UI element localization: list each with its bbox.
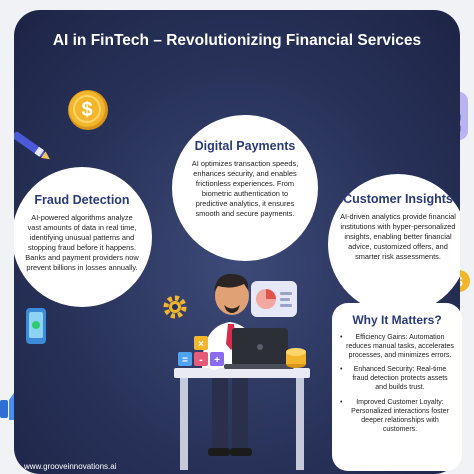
gear-icon [163,295,187,319]
list-item: Enhanced Security: Real-time fraud detec… [340,365,454,392]
pie-chart-card-icon [251,281,297,317]
list-item: Improved Customer Loyalty: Personalized … [340,398,454,434]
fraud-detection-card: Fraud Detection AI-powered algorithms an… [14,167,152,307]
svg-text:-: - [199,354,203,366]
globe-icon [14,460,19,474]
person-with-laptop: - + × = [174,273,310,470]
why-it-matters-list: Efficiency Gains: Automation reduces man… [340,333,454,434]
svg-text:=: = [182,355,188,366]
digital-payments-card: Digital Payments AI optimizes transactio… [172,115,318,261]
pen-icon [14,131,50,160]
why-it-matters-card: Why It Matters? Efficiency Gains: Automa… [332,303,462,471]
footer: www.grooveinnovations.ai [14,460,117,474]
digital-payments-body: AI optimizes transaction speeds, enhance… [191,159,299,218]
customer-insights-card: Customer Insights AI-driven analytics pr… [328,174,460,314]
fraud-detection-body: AI-powered algorithms analyze vast amoun… [25,213,139,272]
dollar-coin-icon: $ [68,90,108,130]
footer-website[interactable]: www.grooveinnovations.ai [24,462,117,471]
list-item: Efficiency Gains: Automation reduces man… [340,333,454,360]
page-title: AI in FinTech – Revolutionizing Financia… [52,32,422,49]
phone-icon [26,308,46,344]
why-it-matters-heading: Why It Matters? [352,313,442,327]
customer-insights-body: AI-driven analytics provide financial in… [340,212,456,261]
coins-icon [286,348,306,368]
svg-text:$: $ [81,99,92,121]
digital-payments-heading: Digital Payments [194,139,296,153]
math-cubes-icon: - + × = [178,336,224,366]
svg-text:+: + [214,355,220,366]
svg-text:×: × [198,339,204,350]
customer-insights-heading: Customer Insights [343,192,453,206]
fraud-detection-heading: Fraud Detection [34,193,130,207]
